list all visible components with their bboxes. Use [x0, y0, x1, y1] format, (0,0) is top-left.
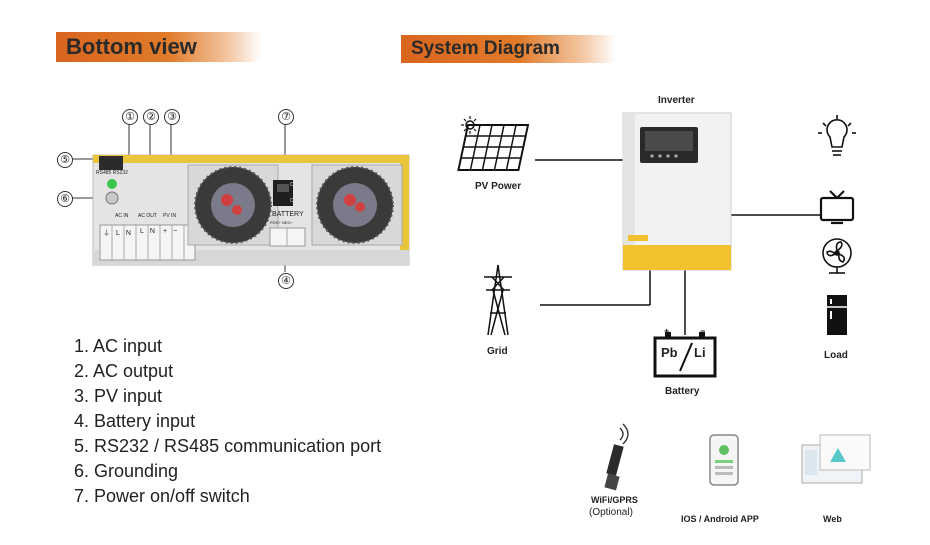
load-label: Load: [824, 350, 848, 361]
optional-label: (Optional): [589, 507, 633, 518]
callout-7: ⑦: [278, 109, 294, 125]
battery-pb-label: Pb: [661, 345, 678, 360]
callout-3: ③: [164, 109, 180, 125]
system-diagram-title: System Diagram: [411, 38, 560, 59]
legend-item: 4. Battery input: [74, 411, 196, 431]
legend-item: 6. Grounding: [74, 461, 179, 481]
tv-icon: [819, 190, 855, 225]
battery-minus-label: −: [700, 326, 706, 336]
inverter-label: Inverter: [658, 95, 695, 106]
fridge-icon: [827, 295, 847, 335]
monitoring-icons: [604, 423, 871, 491]
bulb-icon: [818, 115, 856, 156]
wifi-gprs-label: WiFi/GPRS: [591, 495, 638, 505]
switch-off-label: OFF: [290, 198, 300, 204]
switch-on-label: ON: [290, 182, 298, 188]
pv-in-label: PV IN: [163, 213, 177, 219]
callout-4: ④: [278, 273, 294, 289]
callout-5: ⑤: [57, 152, 73, 168]
wifi-dongle-icon: [604, 423, 629, 491]
battery-plus-label: +: [664, 326, 670, 336]
system-diagram: [457, 112, 856, 378]
battery-li-label: Li: [694, 345, 706, 360]
grid-tower-icon: [484, 264, 512, 336]
fan-icon: [822, 238, 852, 274]
rs485-label: RS485 RS232: [96, 170, 128, 176]
legend-item: 3. PV input: [74, 386, 163, 406]
bottom-view-header: Bottom view: [56, 32, 261, 62]
battery-polarity-label: POS+ NEG−: [270, 220, 293, 225]
bottom-view-device: [67, 122, 410, 272]
battery-port-label: BATTERY: [272, 211, 304, 218]
pv-terminals: +−: [163, 228, 184, 235]
battery-label: Battery: [665, 386, 700, 397]
phone-icon: [709, 434, 739, 486]
callout-2: ②: [143, 109, 159, 125]
legend-item: 7. Power on/off switch: [74, 486, 250, 506]
inverter-unit: [622, 112, 732, 271]
web-dashboard-icon: [801, 434, 871, 484]
legend-list: 1. AC input 2. AC output 3. PV input 4. …: [74, 334, 381, 509]
ac-in-terminals: ⏚LN: [103, 230, 137, 237]
ac-in-label: AC IN: [115, 213, 129, 219]
bottom-view-title: Bottom view: [66, 34, 197, 59]
solar-panel-icon: [457, 124, 530, 171]
app-label: IOS / Android APP: [681, 514, 759, 524]
web-label: Web: [823, 514, 842, 524]
legend-item: 1. AC input: [74, 336, 163, 356]
callout-6: ⑥: [57, 191, 73, 207]
legend-item: 2. AC output: [74, 361, 174, 381]
system-diagram-header: System Diagram: [401, 35, 616, 63]
ac-out-terminals: LN: [140, 228, 161, 235]
ac-out-label: AC OUT: [138, 213, 157, 219]
callout-1: ①: [122, 109, 138, 125]
pv-power-label: PV Power: [475, 181, 522, 192]
sun-icon: [461, 116, 479, 134]
battery-icon: [653, 332, 717, 378]
grid-label: Grid: [487, 346, 508, 357]
legend-item: 5. RS232 / RS485 communication port: [74, 436, 382, 456]
